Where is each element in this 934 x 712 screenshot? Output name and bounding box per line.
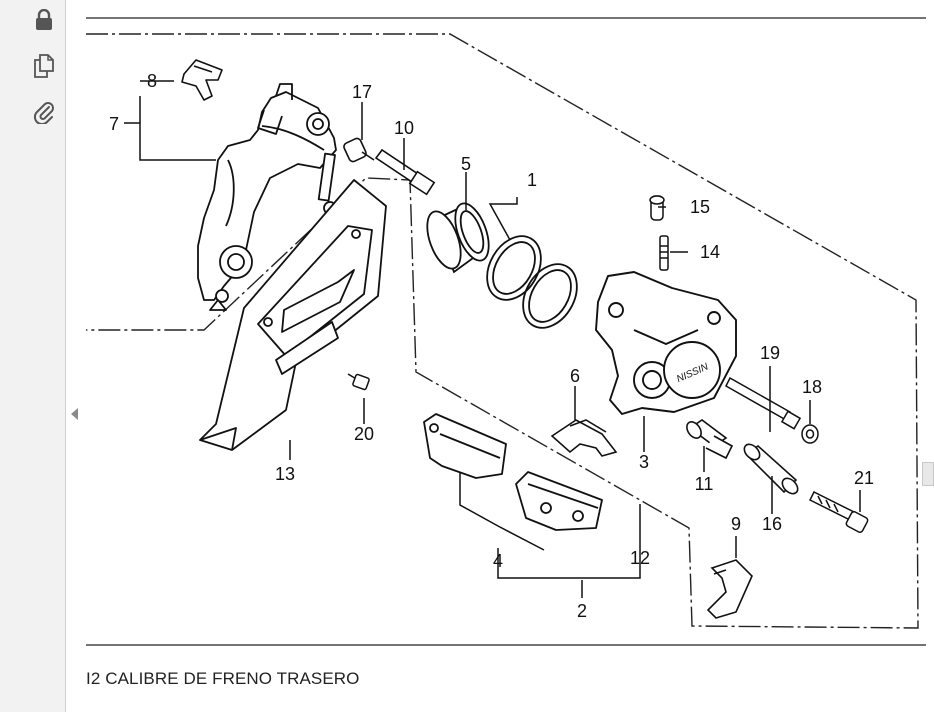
part-cover-plate (199, 179, 387, 451)
brake-caliper-exploded-diagram: NISSIN (86, 17, 926, 646)
part-pin-bolt-17 (343, 137, 375, 163)
part-bushing (743, 443, 799, 495)
callout-9: 9 (731, 514, 741, 534)
callout-1: 1 (527, 170, 537, 190)
callout-11: 11 (695, 474, 714, 494)
leader-lines (124, 80, 861, 598)
diagram-caption: I2 CALIBRE DE FRENO TRASERO (86, 669, 360, 688)
part-pin-10 (374, 148, 436, 196)
callout-20: 20 (354, 424, 374, 444)
callout-16: 16 (762, 514, 782, 534)
viewer-sidebar (0, 0, 66, 712)
part-bolt-20 (347, 373, 370, 391)
part-caliper-bracket (197, 83, 337, 311)
lock-icon[interactable] (30, 6, 58, 34)
callout-4: 4 (493, 551, 503, 571)
part-bolt-21 (808, 490, 869, 533)
part-pad-spring (706, 559, 753, 619)
part-nut-18 (801, 424, 819, 444)
part-sleeve (686, 419, 734, 460)
callout-21: 21 (854, 468, 874, 488)
callout-6: 6 (570, 366, 580, 386)
document-page: NISSIN (86, 0, 934, 712)
callout-10: 10 (394, 118, 414, 138)
part-pin-19 (725, 376, 802, 430)
callout-17: 17 (352, 82, 372, 102)
part-bleeder-screw (659, 235, 669, 271)
callout-7: 7 (109, 114, 119, 134)
callout-15: 15 (690, 197, 710, 217)
part-brake-pads (423, 413, 603, 531)
part-piston (426, 202, 490, 274)
paperclip-icon[interactable] (30, 98, 58, 126)
part-caliper-body: NISSIN (595, 271, 737, 415)
part-pad-spring-clip (181, 59, 223, 101)
callout-13: 13 (275, 464, 295, 484)
callout-2: 2 (577, 601, 587, 621)
callout-12: 12 (630, 548, 650, 568)
callout-14: 14 (700, 242, 720, 262)
collapse-sidebar-handle[interactable] (69, 404, 81, 424)
copy-pages-icon[interactable] (30, 52, 58, 80)
callout-3: 3 (639, 452, 649, 472)
part-seals (486, 235, 578, 329)
callout-18: 18 (802, 377, 822, 397)
part-bleeder-cap (649, 195, 665, 221)
assembly-outline (86, 33, 919, 629)
callout-8: 8 (147, 71, 157, 91)
callout-5: 5 (461, 154, 471, 174)
callout-19: 19 (760, 343, 780, 363)
part-pad-retainer (550, 419, 618, 457)
